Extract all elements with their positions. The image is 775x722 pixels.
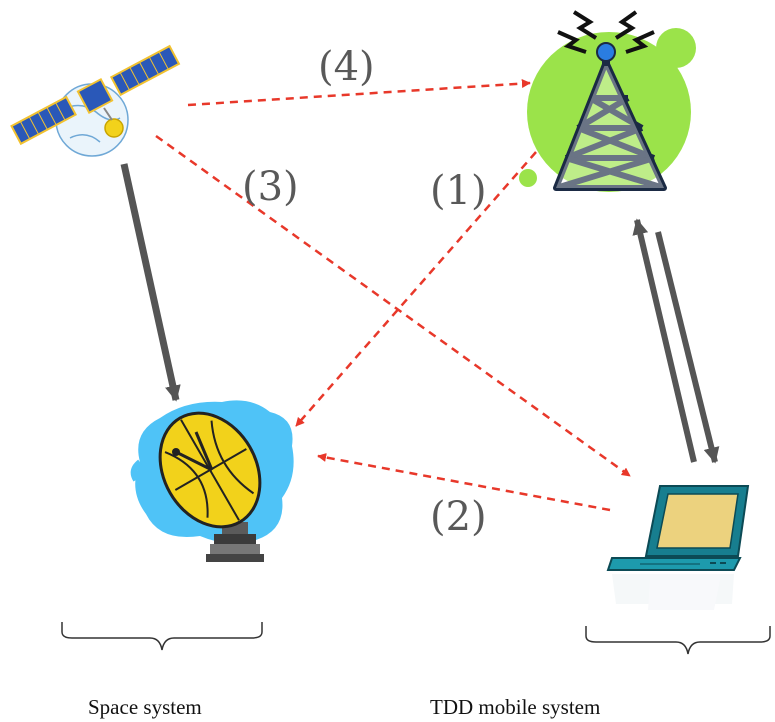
cell-tower-icon bbox=[519, 10, 696, 192]
path-label-1: (1) bbox=[430, 168, 487, 214]
laptop-to-tower-arrow bbox=[632, 218, 697, 463]
interference-arrow-2 bbox=[317, 453, 611, 512]
space-system-brace bbox=[61, 622, 263, 651]
laptop-icon bbox=[606, 485, 750, 610]
path-label-3: (3) bbox=[242, 164, 299, 210]
satellite-to-dish-arrow bbox=[120, 163, 181, 402]
satellite-icon bbox=[10, 44, 181, 157]
interference-arrow-1 bbox=[295, 151, 537, 427]
tower-to-laptop-arrow bbox=[655, 231, 720, 464]
tdd-system-caption: TDD mobile system bbox=[430, 695, 600, 719]
satellite-dish-icon bbox=[130, 400, 294, 562]
path-label-2: (2) bbox=[430, 494, 487, 540]
path-label-4: (4) bbox=[318, 44, 375, 90]
interference-arrow-4 bbox=[187, 79, 531, 107]
space-system-caption: Space system bbox=[88, 695, 202, 719]
tdd-system-brace bbox=[585, 626, 771, 655]
